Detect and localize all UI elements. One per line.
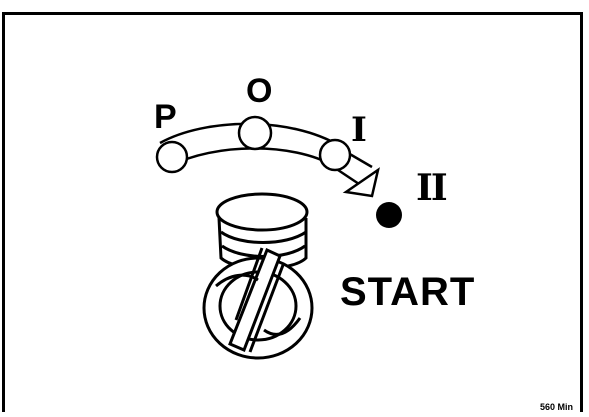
- arrow-head-icon: [346, 170, 378, 196]
- position-i-label: I: [351, 113, 367, 147]
- position-ii-label: II: [416, 170, 446, 206]
- position-p-label: P: [154, 100, 177, 134]
- ignition-key-icon: [204, 194, 312, 358]
- position-ii-marker: [376, 202, 402, 228]
- position-o-marker: [239, 117, 271, 149]
- figure-code: 560 Min: [540, 403, 573, 412]
- position-i-marker: [320, 140, 350, 170]
- position-o-label: O: [246, 74, 272, 108]
- position-p-marker: [157, 142, 187, 172]
- start-label: START: [340, 272, 475, 312]
